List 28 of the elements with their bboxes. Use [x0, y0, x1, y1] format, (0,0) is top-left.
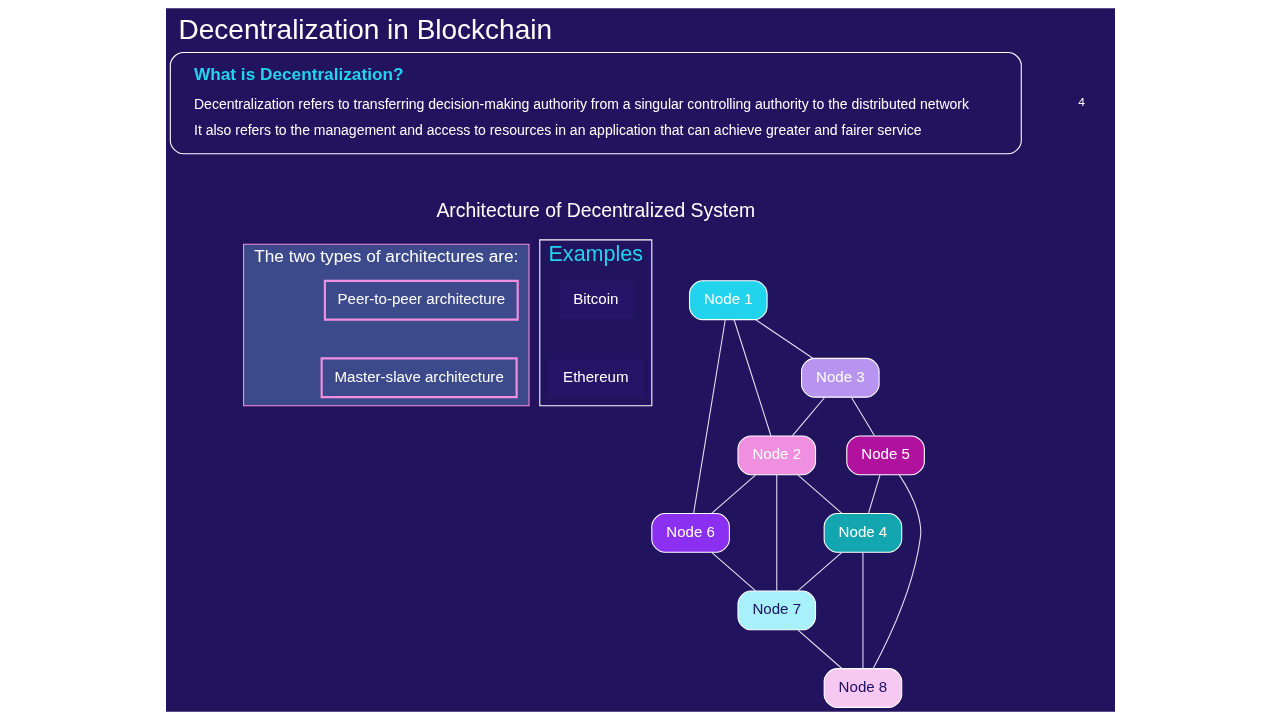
label: Architecture of Decentralized System — [435, 198, 755, 221]
node-box: Node 4 — [823, 512, 902, 553]
label: 4 — [1077, 95, 1085, 110]
node-box: Node 2 — [736, 435, 816, 476]
connector — [710, 474, 756, 514]
node-box: Node 1 — [688, 280, 768, 321]
node-box: Node 3 — [800, 357, 880, 398]
connector — [754, 319, 813, 359]
connector — [710, 552, 756, 592]
connector — [733, 319, 771, 437]
connector — [850, 396, 875, 437]
connector — [775, 474, 777, 592]
connector — [861, 551, 863, 669]
connector — [791, 396, 825, 437]
diagram-title: Decentralization in Blockchain — [178, 14, 552, 46]
node-box: Node 8 — [823, 668, 902, 708]
connector — [692, 319, 726, 514]
connector — [797, 474, 842, 514]
node-box: Node 7 — [736, 590, 816, 631]
node-box: What is Decentralization? Decentralization refers to transferring decision-making authority from a singular controlling authority to the distributed network It also refers to the management and access to resources in an application that can achieve greater and fairer service — [169, 51, 1022, 155]
node-box: Node 6 — [650, 512, 730, 553]
node-box: Master-slave architecture — [320, 357, 518, 399]
node-box: Peer-to-peer architecture — [323, 279, 519, 321]
node-box: Node 5 — [845, 435, 925, 476]
connector — [796, 552, 842, 592]
connector — [867, 474, 880, 514]
connector — [797, 629, 842, 670]
connector — [872, 474, 921, 669]
